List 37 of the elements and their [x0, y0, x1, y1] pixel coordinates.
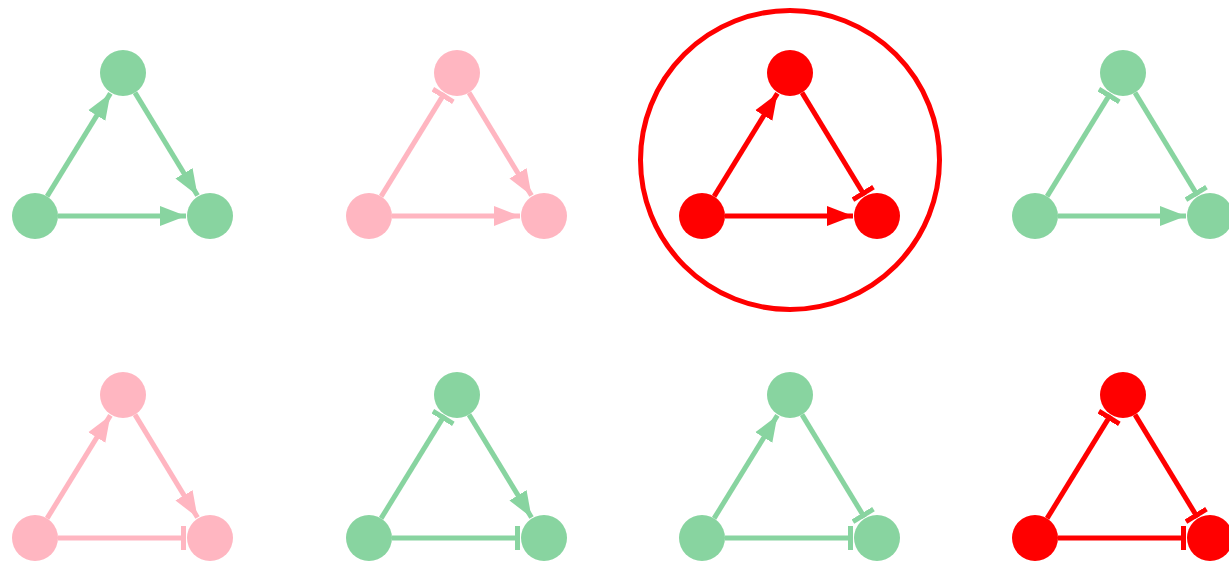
node-circle [1187, 193, 1229, 239]
activation-arrow [132, 91, 200, 197]
node-circle [1012, 193, 1058, 239]
activation-arrow [44, 414, 113, 520]
node-circle [1100, 372, 1146, 418]
node-circle [854, 193, 900, 239]
activation-arrow [711, 414, 780, 520]
node-circle [12, 193, 58, 239]
node-circle [767, 372, 813, 418]
node-circle [854, 515, 900, 561]
activation-arrow [725, 206, 853, 226]
activation-arrow [711, 92, 780, 198]
node-circle [679, 515, 725, 561]
node-circle [100, 372, 146, 418]
node-circle [679, 193, 725, 239]
node-circle [346, 515, 392, 561]
node-circle [767, 50, 813, 96]
node-circle [1012, 515, 1058, 561]
activation-arrow [44, 92, 113, 198]
activation-arrow [58, 206, 186, 226]
node-circle [434, 372, 480, 418]
node-circle [187, 515, 233, 561]
node-circle [434, 50, 480, 96]
activation-arrow [392, 206, 520, 226]
node-circle [521, 515, 567, 561]
node-circle [100, 50, 146, 96]
activation-arrow [132, 413, 200, 519]
activation-arrow [1058, 206, 1186, 226]
highlight-ring [638, 8, 942, 312]
activation-arrow [466, 413, 534, 519]
node-circle [346, 193, 392, 239]
node-circle [12, 515, 58, 561]
node-circle [521, 193, 567, 239]
node-circle [1100, 50, 1146, 96]
node-circle [187, 193, 233, 239]
node-circle [1187, 515, 1229, 561]
activation-arrow [466, 91, 534, 197]
